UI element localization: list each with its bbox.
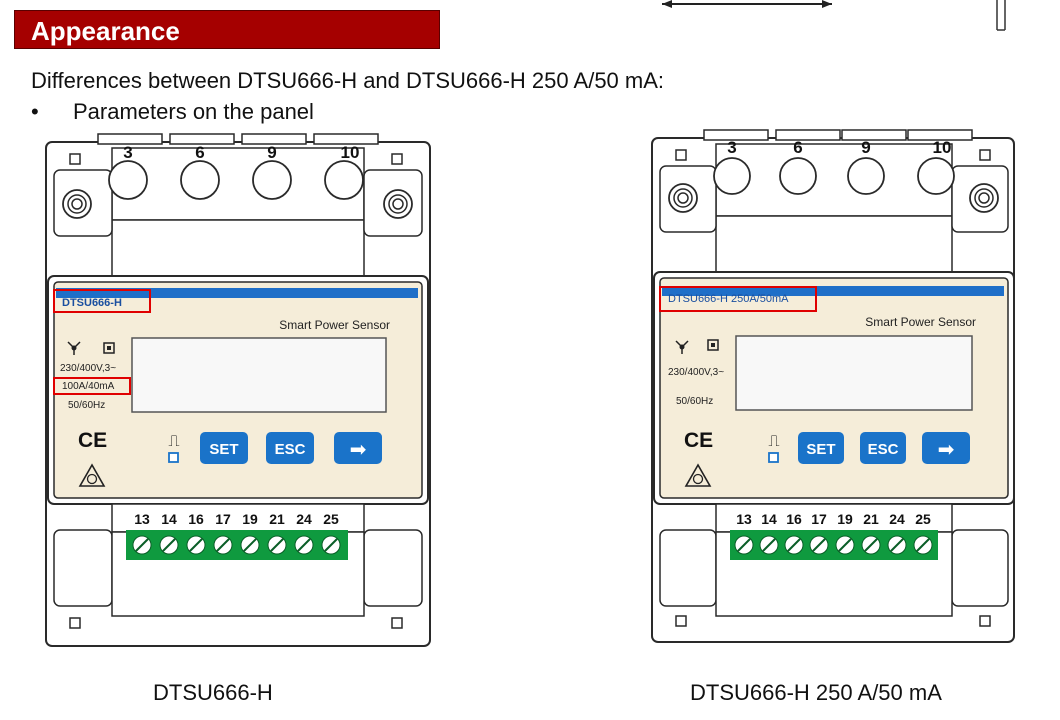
bottom-terminal-label: 14 xyxy=(761,511,777,527)
bottom-terminal-label: 25 xyxy=(915,511,931,527)
top-terminal-label: 10 xyxy=(933,138,952,157)
set-button-label: SET xyxy=(209,441,238,458)
bottom-terminal-label: 16 xyxy=(786,511,802,527)
bottom-terminal-label: 21 xyxy=(863,511,879,527)
model-highlight-box xyxy=(53,289,151,313)
bottom-terminal-label: 17 xyxy=(811,511,827,527)
set-button[interactable]: SET xyxy=(798,432,844,464)
top-terminal-label: 9 xyxy=(861,138,870,157)
bottom-terminal-label: 14 xyxy=(161,511,177,527)
section-header: Appearance xyxy=(14,10,440,49)
bullet-symbol: • xyxy=(31,99,39,124)
rcm-mark xyxy=(78,463,106,487)
top-terminal-label: 6 xyxy=(793,138,802,157)
product-name: Smart Power Sensor xyxy=(279,318,390,332)
lcd-display xyxy=(735,335,973,411)
esc-button[interactable]: ESC xyxy=(266,432,314,464)
section-title: Appearance xyxy=(31,16,180,46)
arrow-right-icon: ➡ xyxy=(350,439,367,461)
ce-mark: CE xyxy=(684,429,713,452)
spec-voltage: 230/400V,3~ xyxy=(60,363,116,374)
next-button[interactable]: ➡ xyxy=(922,432,970,464)
bottom-terminal-label: 16 xyxy=(188,511,204,527)
bottom-terminal-label: 17 xyxy=(215,511,231,527)
set-button-label: SET xyxy=(806,441,835,458)
spec-voltage: 230/400V,3~ xyxy=(668,367,724,378)
pulse-led xyxy=(168,452,179,463)
top-terminal-label: 10 xyxy=(341,143,360,162)
product-name: Smart Power Sensor xyxy=(865,315,976,329)
esc-button[interactable]: ESC xyxy=(860,432,906,464)
bottom-terminal-label: 13 xyxy=(134,511,150,527)
arrow-right-icon: ➡ xyxy=(938,439,955,461)
current-highlight-box xyxy=(53,377,131,395)
bottom-terminal-label: 24 xyxy=(296,511,312,527)
ce-mark: CE xyxy=(78,429,107,452)
spec-current: 100A/40mA xyxy=(62,381,115,392)
top-terminal-label: 3 xyxy=(727,138,736,157)
esc-button-label: ESC xyxy=(868,441,899,458)
bottom-terminal-label: 24 xyxy=(889,511,905,527)
pulse-icon: ⎍ xyxy=(768,433,779,450)
top-terminal-label: 9 xyxy=(267,143,276,162)
meter-drawing-1: 3 6 9 10 DTSU666-H Smart Power Sensor 23… xyxy=(45,133,431,647)
model-label: DTSU666-H xyxy=(62,297,122,309)
bullet-text: Parameters on the panel xyxy=(73,99,314,124)
bottom-terminal-label: 19 xyxy=(837,511,853,527)
set-button[interactable]: SET xyxy=(200,432,248,464)
double-insulation-icon xyxy=(707,339,719,351)
meter-drawing-2: 3 6 9 10 DTSU666-H 250A/50mA Smart Power… xyxy=(651,129,1015,643)
double-insulation-icon xyxy=(103,342,115,354)
lcd-display xyxy=(131,337,387,413)
intro-text: Differences between DTSU666-H and DTSU66… xyxy=(31,68,665,93)
pulse-icon: ⎍ xyxy=(168,433,179,450)
dimension-line-fragment xyxy=(662,0,1006,31)
caption-meter-2: DTSU666-H 250 A/50 mA xyxy=(690,680,942,705)
pulse-led xyxy=(768,452,779,463)
bottom-terminal-label: 13 xyxy=(736,511,752,527)
bottom-terminal-label: 21 xyxy=(269,511,285,527)
next-button[interactable]: ➡ xyxy=(334,432,382,464)
rcm-mark xyxy=(684,463,712,487)
terminal-block xyxy=(126,530,348,560)
bullet-item: • Parameters on the panel xyxy=(31,99,314,125)
model-highlight-box xyxy=(659,286,817,312)
three-phase-icon xyxy=(675,340,689,354)
esc-button-label: ESC xyxy=(275,441,306,458)
spec-frequency: 50/60Hz xyxy=(676,396,713,407)
caption-meter-1: DTSU666-H xyxy=(153,680,273,705)
bottom-terminal-label: 25 xyxy=(323,511,339,527)
model-label: DTSU666-H 250A/50mA xyxy=(668,293,789,305)
spec-frequency: 50/60Hz xyxy=(68,400,105,411)
top-terminal-label: 6 xyxy=(195,143,204,162)
top-terminal-label: 3 xyxy=(123,143,132,162)
bottom-terminal-label: 19 xyxy=(242,511,258,527)
three-phase-icon xyxy=(67,341,81,355)
